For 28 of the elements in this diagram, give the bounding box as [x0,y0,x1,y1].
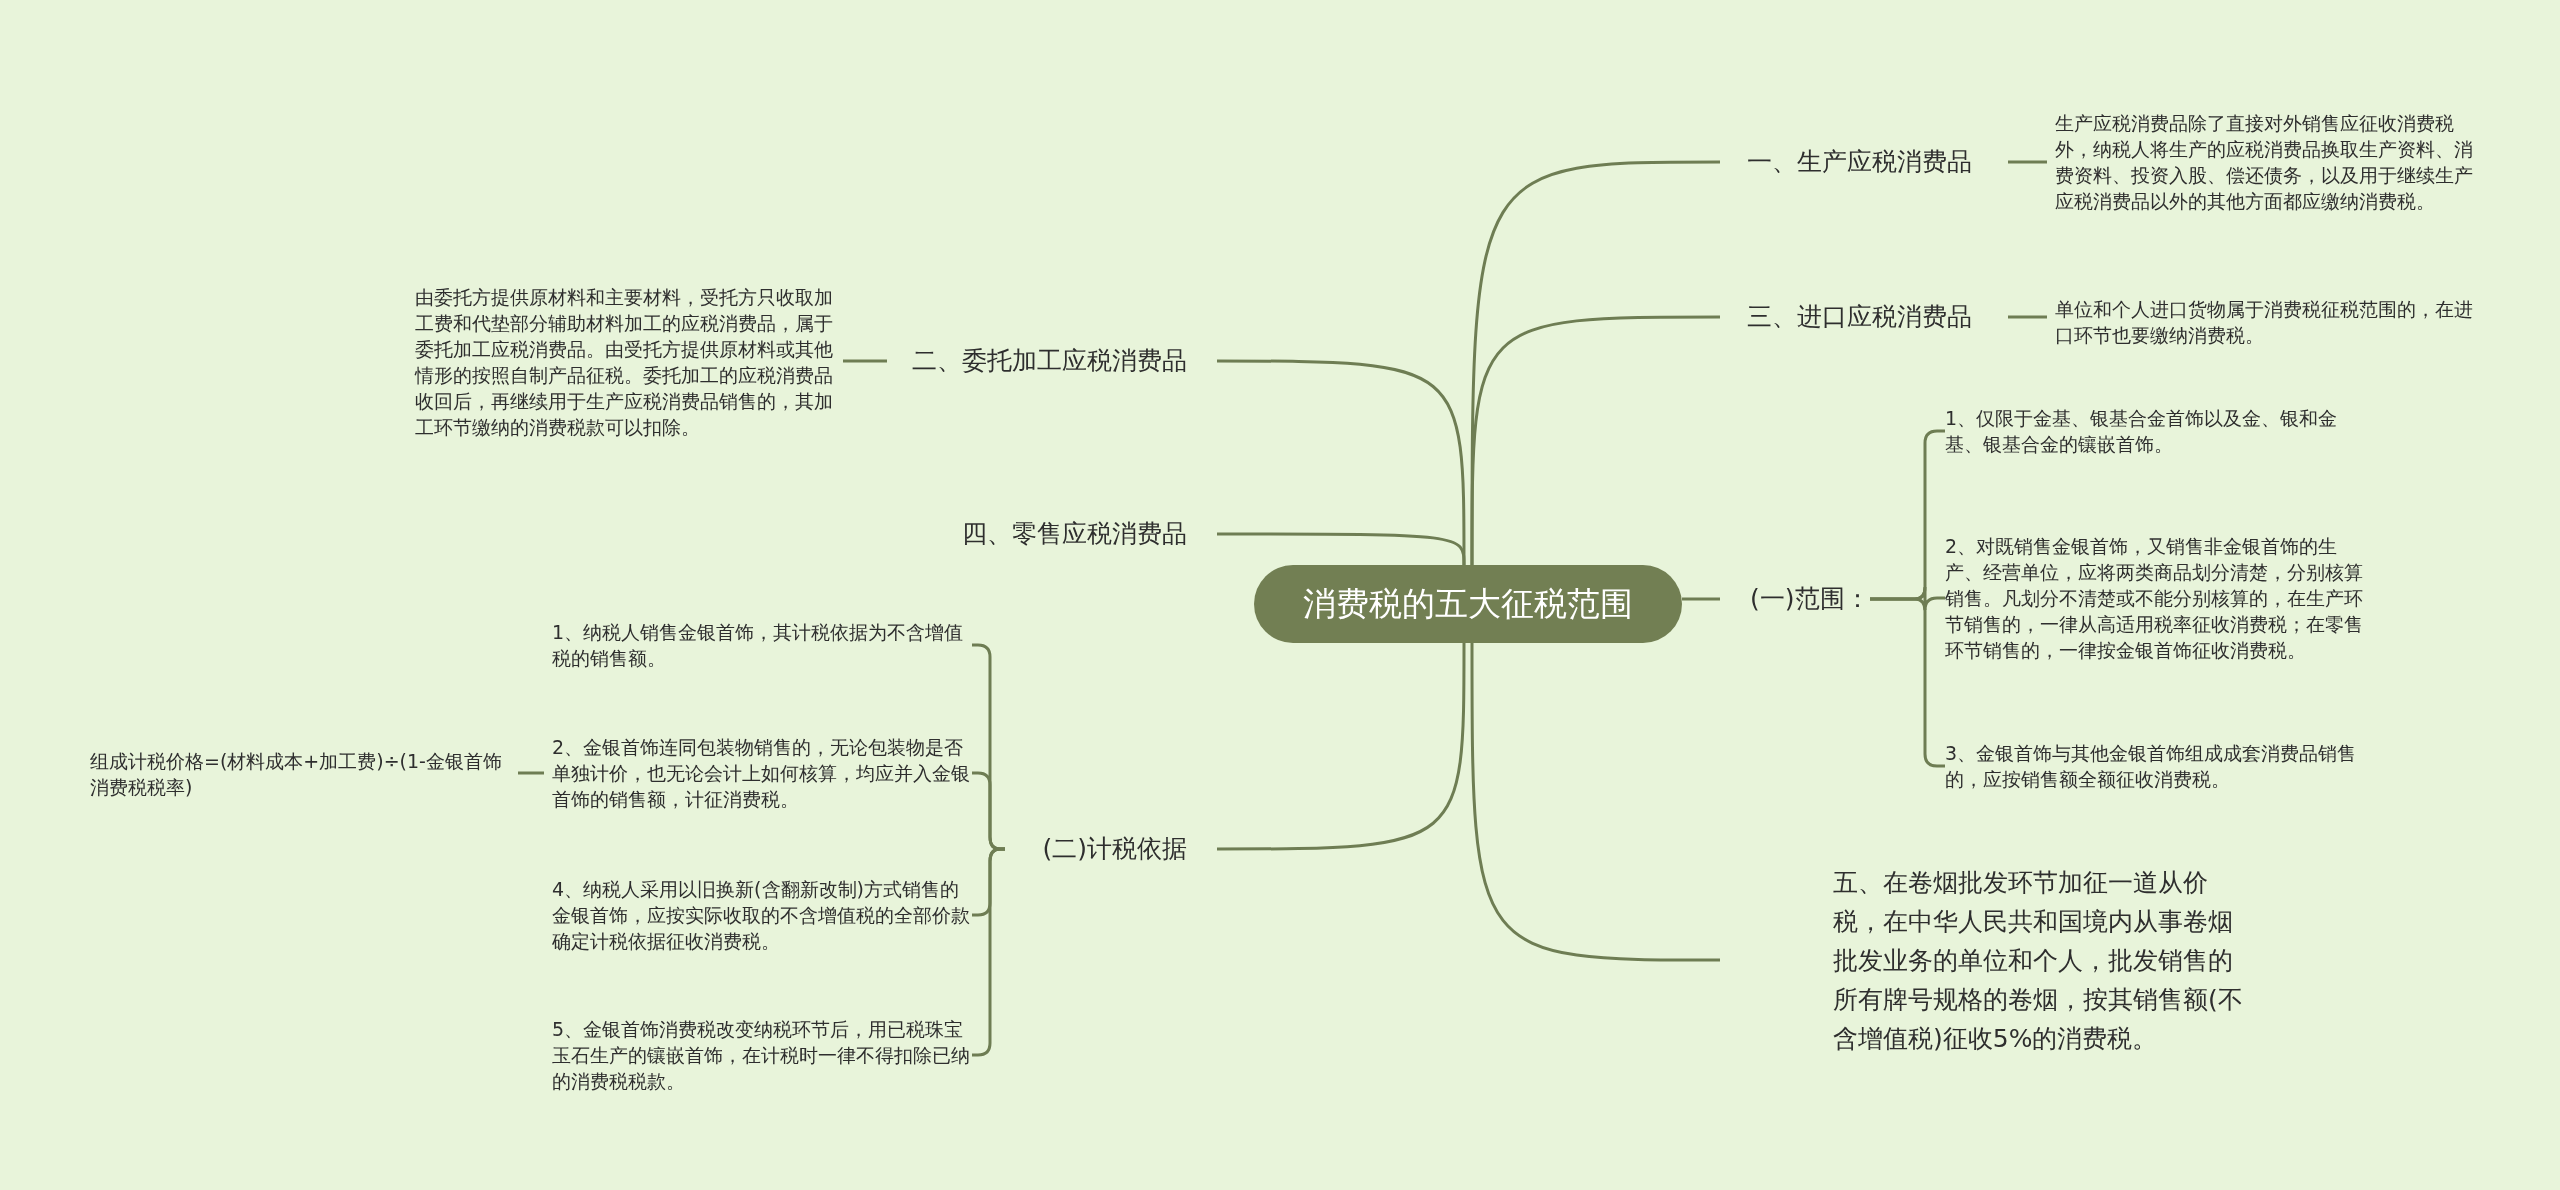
connector-line [843,359,887,363]
detail-text: 2、金银首饰连同包装物销售的，无论包装物是否单独计价，也无论会计上如何核算，均应并入金银首饰的销售额，计征消费税。 [552,734,972,812]
root-node: 消费税的五大征税范围 [1254,565,1682,643]
detail-text: 组成计税价格=(材料成本+加工费)÷(1-金银首饰消费税税率) [90,748,510,800]
connector-line [1470,315,1720,565]
detail-text: 3、金银首饰与其他金银首饰组成成套消费品销售的，应按销售额全额征收消费税。 [1945,740,2365,792]
branch-label: 四、零售应税消费品 [945,517,1217,551]
detail-text: 单位和个人进口货物属于消费税征税范围的，在进口环节也要缴纳消费税。 [2055,296,2475,348]
detail-text: 由委托方提供原材料和主要材料，受托方只收取加工费和代垫部分辅助材料加工的应税消费品，属于委托加工应税消费品。由受托方提供原材料或其他情形的按照自制产品征税。委托加工的应税消费品收回后，再继续用于生产应税消费品销售的，其加工环节缴纳的消费税款可以扣除。 [415,284,835,440]
branch-label: 三、进口应税消费品 [1720,300,2000,334]
connector-line [1682,597,1720,601]
detail-text: 1、纳税人销售金银首饰，其计税依据为不含增值税的销售额。 [552,619,972,671]
branch-label: (二)计税依据 [1005,832,1217,866]
detail-text: 生产应税消费品除了直接对外销售应征收消费税外，纳税人将生产的应税消费品换取生产资料、消费资料、投资入股、偿还债务，以及用于继续生产应税消费品以外的其他方面都应缴纳消费税。 [2055,110,2475,214]
branch-label: (一)范围： [1720,582,1870,616]
connector-line [2008,160,2047,164]
connector-line [1217,643,1466,851]
branch-label: 五、在卷烟批发环节加征一道从价税，在中华人民共和国境内从事卷烟批发业务的单位和个人，批发销售的所有牌号规格的卷烟，按其销售额(不含增值税)征收5%的消费税。 [1720,862,2245,1058]
connector-line [518,771,544,775]
detail-text: 2、对既销售金银首饰，又销售非金银首饰的生产、经营单位，应将两类商品划分清楚，分别核算销售。凡划分不清楚或不能分别核算的，在生产环节销售的，一律从高适用税率征收消费税；在零售环节销售的，一律按金银首饰征收消费税。 [1945,533,2365,663]
detail-text: 4、纳税人采用以旧换新(含翻新改制)方式销售的金银首饰，应按实际收取的不含增值税的全部价款确定计税依据征收消费税。 [552,876,972,954]
branch-label: 一、生产应税消费品 [1720,145,2000,179]
detail-text: 1、仅限于金基、银基合金首饰以及金、银和金基、银基合金的镶嵌首饰。 [1945,405,2365,457]
connector-line [1217,532,1466,566]
branch-label: 二、委托加工应税消费品 [895,344,1217,378]
connector-line [1470,643,1720,962]
detail-text: 5、金银首饰消费税改变纳税环节后，用已税珠宝玉石生产的镶嵌首饰，在计税时一律不得扣除已纳的消费税税款。 [552,1016,972,1094]
connector-line [2008,315,2047,319]
